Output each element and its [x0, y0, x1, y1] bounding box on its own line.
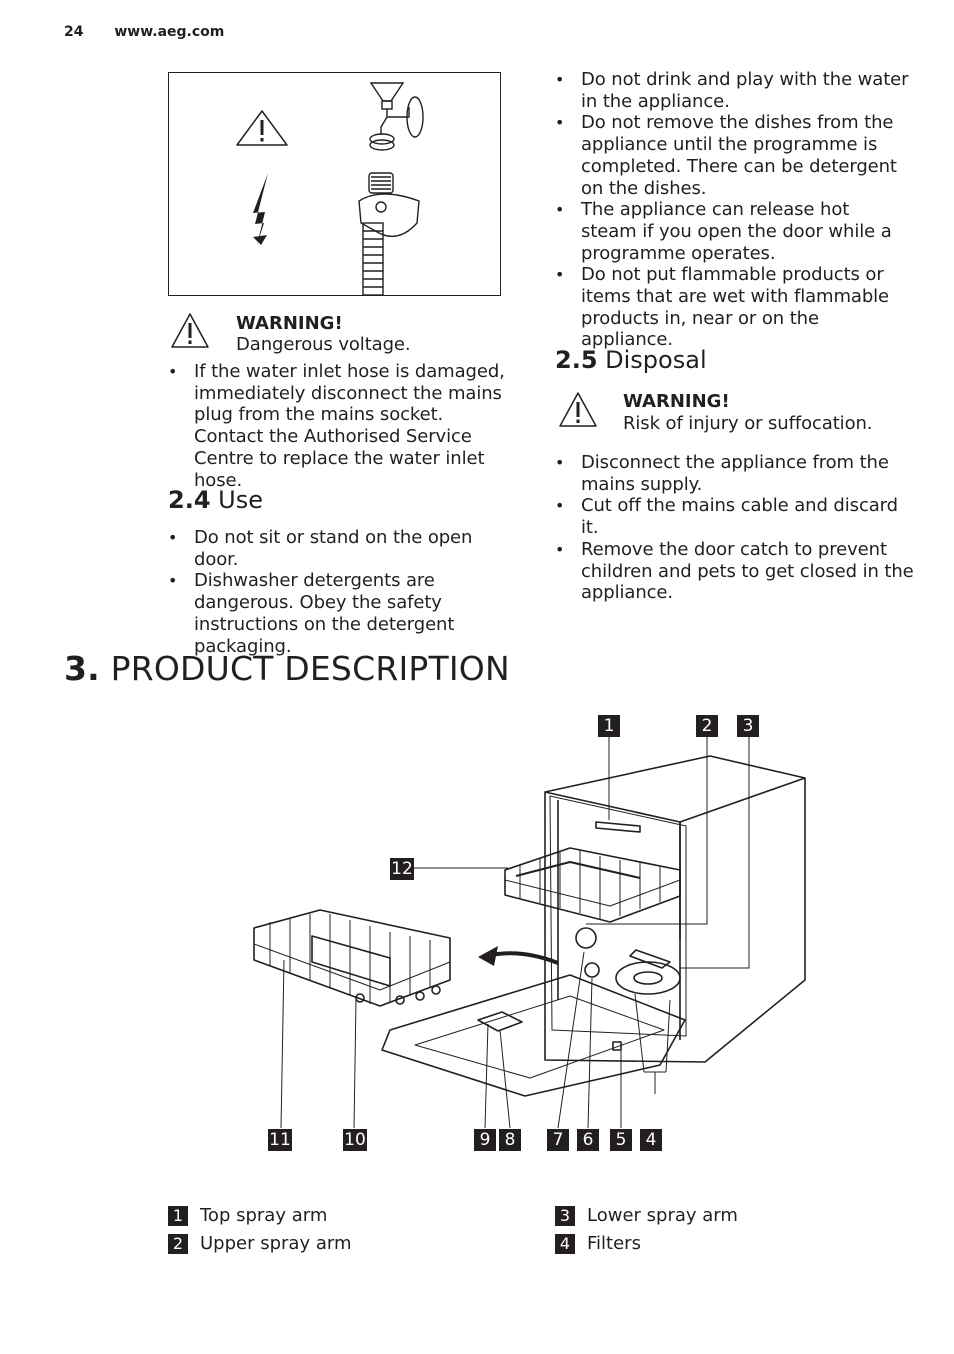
page-number: 24: [64, 24, 84, 40]
list-item: Do not remove the dishes from the applia…: [555, 112, 910, 199]
callout-2: 2: [696, 715, 718, 737]
safety-figure: [168, 72, 501, 296]
legend-item: 3 Lower spray arm: [555, 1205, 738, 1227]
warning-triangle-icon: [236, 110, 288, 146]
list-item: Do not put flammable products or items t…: [555, 264, 910, 351]
legend-number: 3: [555, 1206, 575, 1226]
section-heading-disposal: 2.5 Disposal: [555, 346, 707, 374]
callout-11: 11: [268, 1129, 292, 1151]
bullet-list-safety: Do not drink and play with the water in …: [555, 69, 910, 351]
legend-item: 1 Top spray arm: [168, 1205, 327, 1227]
warning-triangle-icon: [559, 392, 597, 427]
bullet-list-use: Do not sit or stand on the open door. Di…: [168, 527, 518, 657]
callout-4: 4: [640, 1129, 662, 1151]
list-item: Remove the door catch to prevent childre…: [555, 539, 915, 604]
header-url: www.aeg.com: [114, 24, 225, 40]
legend-item: 4 Filters: [555, 1233, 641, 1255]
list-item: If the water inlet hose is damaged, imme…: [168, 361, 513, 491]
lower-spray-arm: [615, 961, 681, 995]
bullet-list-disposal: Disconnect the appliance from the mains …: [555, 452, 915, 604]
list-item: Dishwasher detergents are dangerous. Obe…: [168, 570, 518, 657]
warning-title: WARNING!: [623, 391, 730, 412]
warning-text: Risk of injury or suffocation.: [623, 413, 873, 434]
door: [381, 974, 686, 1097]
legend-label: Lower spray arm: [587, 1205, 738, 1226]
legend-item: 2 Upper spray arm: [168, 1233, 351, 1255]
callout-3: 3: [737, 715, 759, 737]
section-heading-use: 2.4 Use: [168, 486, 263, 514]
list-item: Disconnect the appliance from the mains …: [555, 452, 915, 495]
safety-figure-art: [236, 82, 424, 296]
dishwasher-illustration: [253, 737, 806, 1129]
top-spray-arm: [595, 821, 641, 833]
legend-label: Top spray arm: [200, 1205, 328, 1226]
lower-basket: [253, 909, 451, 1007]
list-item: The appliance can release hot steam if y…: [555, 199, 910, 264]
list-item: Do not sit or stand on the open door.: [168, 527, 518, 570]
callout-7: 7: [547, 1129, 569, 1151]
inlet-hose-icon: [358, 172, 420, 296]
list-item: Cut off the mains cable and discard it.: [555, 495, 915, 538]
callout-10: 10: [343, 1129, 367, 1151]
warning-title: WARNING!: [236, 313, 343, 334]
callout-6: 6: [577, 1129, 599, 1151]
upper-spray-arm: [575, 927, 597, 949]
callout-12: 12: [390, 858, 414, 880]
arrow-out-icon: [485, 951, 559, 965]
legend-label: Upper spray arm: [200, 1233, 352, 1254]
callout-5: 5: [610, 1129, 632, 1151]
water-tap-icon: [369, 82, 424, 151]
warning-text: Dangerous voltage.: [236, 334, 411, 355]
callout-9: 9: [474, 1129, 496, 1151]
legend-number: 1: [168, 1206, 188, 1226]
list-item: Do not drink and play with the water in …: [555, 69, 910, 112]
legend-label: Filters: [587, 1233, 641, 1254]
page-header: 24 www.aeg.com: [64, 24, 224, 40]
lightning-icon: [253, 173, 268, 245]
callout-8: 8: [499, 1129, 521, 1151]
legend-number: 4: [555, 1234, 575, 1254]
upper-basket: [504, 847, 681, 923]
bullet-list-hose: If the water inlet hose is damaged, imme…: [168, 361, 513, 491]
cabinet-outline: [544, 755, 806, 1063]
callout-1: 1: [598, 715, 620, 737]
legend-number: 2: [168, 1234, 188, 1254]
section-heading-product-description: 3. PRODUCT DESCRIPTION: [64, 649, 510, 688]
warning-triangle-icon: [171, 313, 209, 348]
